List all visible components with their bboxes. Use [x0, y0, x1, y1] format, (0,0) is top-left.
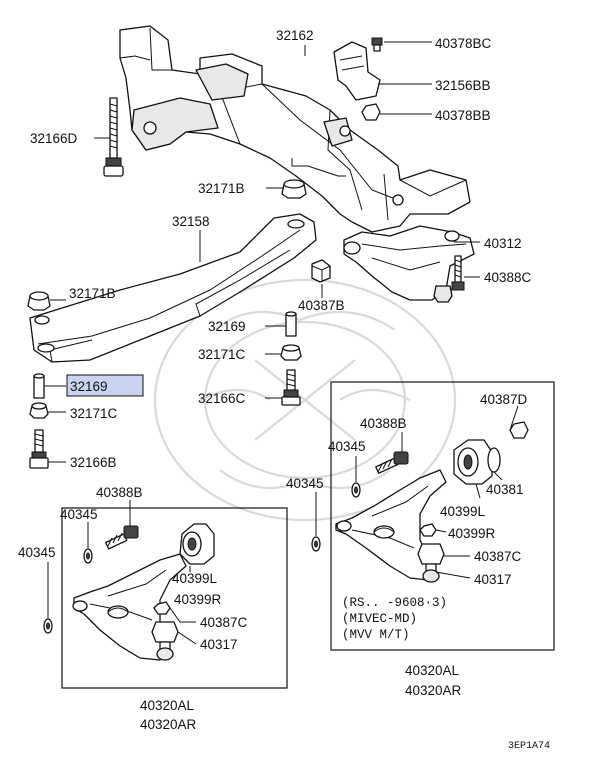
label-40388B-left[interactable]: 40388B [96, 485, 143, 500]
label-40399R-left[interactable]: 40399R [174, 592, 222, 607]
label-40320AL-right[interactable]: 40320AL [405, 663, 460, 678]
label-40388C[interactable]: 40388C [484, 270, 532, 285]
note-line-1: (RS.. -9608·3) [342, 596, 447, 610]
label-40399L-left[interactable]: 40399L [172, 571, 218, 586]
label-32171C-left[interactable]: 32171C [70, 406, 118, 421]
right-assembly-box [330, 381, 555, 651]
label-40345-right-2[interactable]: 40345 [286, 476, 324, 491]
label-40320AL-left[interactable]: 40320AL [140, 698, 195, 713]
watermark [153, 278, 457, 522]
label-32166D[interactable]: 32166D [30, 131, 78, 146]
washer-40345-right-2 [311, 536, 321, 552]
spacer-32169-left [33, 373, 45, 399]
label-40387B[interactable]: 40387B [298, 298, 345, 313]
bolt-40378BC [371, 37, 383, 52]
highlight-box-32169 [66, 374, 144, 397]
lower-arm-40312 [343, 225, 475, 303]
label-40378BB[interactable]: 40378BB [435, 108, 491, 123]
label-40320AR-left[interactable]: 40320AR [140, 717, 197, 732]
label-40345-left-2[interactable]: 40345 [18, 545, 56, 560]
ball-joint-40317-left [151, 621, 179, 661]
spacer-32169-mid [285, 311, 297, 337]
figure-code: 3EP1A74 [508, 741, 550, 752]
label-40399L-right[interactable]: 40399L [440, 504, 486, 519]
label-32162[interactable]: 32162 [276, 28, 314, 43]
label-40387D[interactable]: 40387D [480, 392, 528, 407]
bolt-40388C [451, 255, 465, 291]
note-line-2: (MIVEC-MD) [342, 612, 417, 626]
label-32171B-top[interactable]: 32171B [198, 181, 245, 196]
washer-40345-left-2 [43, 618, 53, 634]
label-32169-left[interactable]: 32169 [70, 379, 108, 394]
left-assembly-box [61, 507, 288, 689]
bushing-40399L-left [179, 523, 215, 565]
bolt-32166C [281, 369, 301, 406]
bolt-32166D [103, 97, 124, 177]
bushing-32171B-top [281, 179, 307, 199]
nut-40387C-left [153, 601, 171, 615]
nut-40387B [311, 259, 331, 283]
subframe-32158 [29, 213, 317, 363]
bushing-40399L-right [453, 439, 493, 485]
label-40317-left[interactable]: 40317 [200, 637, 238, 652]
bushing-32171B-left [27, 291, 51, 311]
label-32158[interactable]: 32158 [172, 214, 210, 229]
ball-joint-40317-right [417, 543, 445, 583]
label-40387C-right[interactable]: 40387C [474, 549, 522, 564]
crossmember-32162 [119, 25, 471, 233]
label-32171C-mid[interactable]: 32171C [198, 347, 246, 362]
bracket-32156BB [333, 41, 381, 101]
label-32171B-left[interactable]: 32171B [69, 286, 116, 301]
collar-40381 [487, 447, 501, 473]
washer-40345-left-1 [83, 548, 93, 564]
label-40387C-left[interactable]: 40387C [200, 615, 248, 630]
part-labels: 32162 40378BC 32156BB 40378BB 32166D 321… [18, 28, 532, 732]
nut-40387C-right [419, 523, 437, 537]
leader-lines [44, 41, 519, 645]
bushing-32171C-mid [280, 344, 302, 361]
note-line-3: (MVV M/T) [342, 628, 410, 642]
bolt-32166B [29, 429, 49, 469]
washer-40345-right-1 [351, 482, 361, 498]
label-32166C[interactable]: 32166C [198, 391, 246, 406]
label-40320AR-right[interactable]: 40320AR [405, 683, 462, 698]
label-40381[interactable]: 40381 [486, 482, 524, 497]
label-40345-right-1[interactable]: 40345 [328, 439, 366, 454]
application-notes: (RS.. -9608·3) (MIVEC-MD) (MVV M/T) [342, 596, 447, 642]
label-40345-left-1[interactable]: 40345 [60, 507, 98, 522]
bolt-40388B-left [105, 525, 139, 550]
label-40378BC[interactable]: 40378BC [435, 36, 492, 51]
label-40312[interactable]: 40312 [484, 236, 522, 251]
bolt-40388B-right [375, 451, 409, 474]
label-40399R-right[interactable]: 40399R [448, 526, 496, 541]
label-40317-right[interactable]: 40317 [474, 572, 512, 587]
label-32156BB[interactable]: 32156BB [435, 78, 491, 93]
nut-40378BB [361, 103, 381, 121]
label-40388B-right[interactable]: 40388B [360, 416, 407, 431]
label-32166B[interactable]: 32166B [70, 455, 117, 470]
nut-40387D [509, 421, 529, 439]
label-32169-mid[interactable]: 32169 [208, 319, 246, 334]
bushing-32171C-left [29, 402, 49, 419]
